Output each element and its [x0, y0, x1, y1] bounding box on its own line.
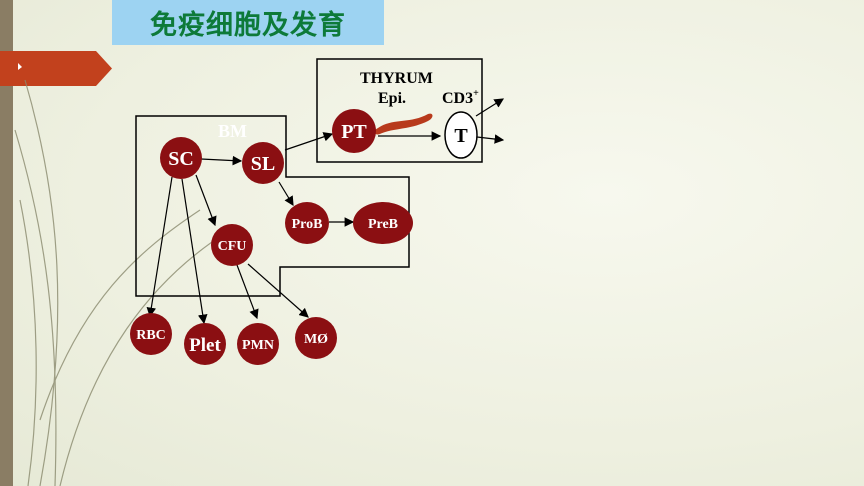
node-sl-label: SL: [251, 153, 275, 175]
node-plet-label: Plet: [189, 335, 221, 356]
node-sc-label: SC: [168, 148, 194, 170]
arrow-t-out-lower: [476, 134, 505, 144]
arrow-t-out-upper: [475, 98, 505, 117]
node-sc: [160, 137, 202, 179]
arrow-sc-cfu: [195, 174, 217, 227]
node-pmn-label: PMN: [242, 338, 274, 353]
node-mo: [295, 317, 337, 359]
thymus-box: [316, 58, 483, 163]
node-mo-label: MØ: [304, 332, 328, 347]
arrow-cfu-mo: [247, 263, 309, 318]
arrow-sc-rbc: [146, 176, 173, 318]
t-cell-node: [444, 111, 478, 159]
slide-tab-marker: [0, 51, 112, 86]
decorative-swoosh-lines: [14, 79, 231, 486]
cell-nodes: SC SL PT ProB PreB CFU RBC Plet PMN MØ: [130, 109, 413, 365]
arrow-cfu-pmn: [236, 264, 259, 320]
cd3-label: CD3+: [442, 88, 479, 107]
arrow-sc-plet: [181, 178, 208, 325]
bm-box: [135, 115, 410, 297]
arrow-sl-pt: [284, 132, 334, 151]
epithelial-cell-shape: [374, 113, 433, 135]
node-preb-label: PreB: [368, 217, 398, 232]
t-cell-label: T: [454, 125, 468, 147]
epi-label: Epi.: [378, 90, 406, 107]
node-prob: [285, 202, 329, 244]
node-cfu: [211, 224, 253, 266]
node-pt: [332, 109, 376, 153]
slide-title: 免疫细胞及发育: [112, 0, 384, 45]
bm-label: BM: [218, 121, 247, 141]
arrows: [146, 98, 505, 325]
cd3-superscript: +: [473, 88, 479, 99]
node-pt-label: PT: [341, 121, 367, 143]
node-plet: [184, 323, 226, 365]
arrow-sc-sl: [200, 155, 243, 166]
arrow-sl-prob: [278, 181, 294, 207]
node-prob-label: ProB: [292, 217, 323, 232]
node-sl: [242, 142, 284, 184]
node-rbc: [130, 313, 172, 355]
thymus-label: THYRUM: [360, 70, 433, 87]
left-accent-bar: [0, 0, 13, 486]
node-cfu-label: CFU: [218, 239, 247, 254]
node-preb: [353, 202, 413, 244]
node-rbc-label: RBC: [136, 328, 166, 343]
node-pmn: [237, 323, 279, 365]
